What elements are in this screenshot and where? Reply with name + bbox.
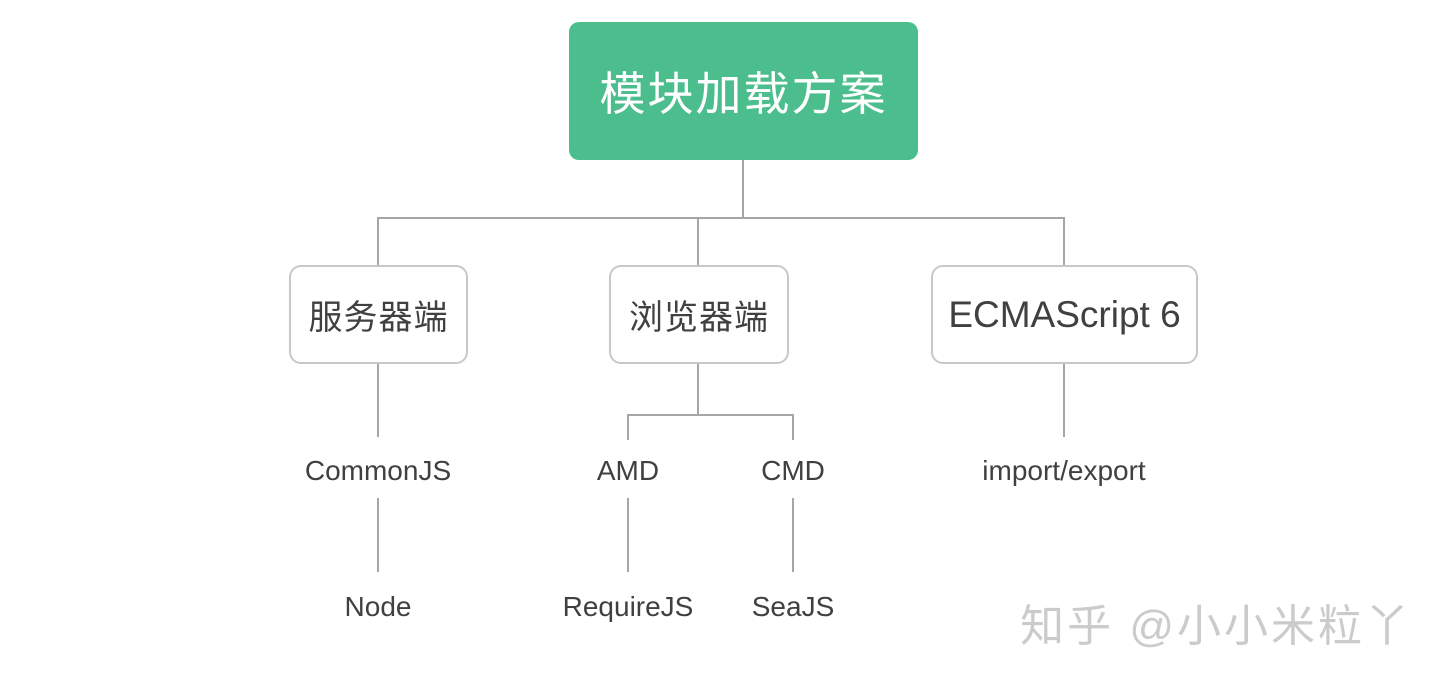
node-cmd: CMD (761, 455, 825, 486)
connector-browser-horizontal (627, 414, 794, 416)
zhihu-watermark: 知乎 @小小米粒丫 (1020, 602, 1412, 651)
node-browser-side: 浏览器端 (609, 265, 789, 364)
root-node-module-loading: 模块加载方案 (569, 22, 918, 160)
node-amd: AMD (596, 455, 660, 486)
connector-drop-cmd (792, 414, 794, 440)
node-seajs: SeaJS (751, 591, 835, 622)
node-ecmascript6-label: ECMAScript 6 (948, 293, 1181, 335)
node-browser-side-label: 浏览器端 (629, 299, 769, 337)
connector-server-to-commonjs (377, 364, 379, 437)
connector-drop-es6 (1063, 217, 1065, 265)
node-server-side-label: 服务器端 (308, 299, 449, 337)
node-server-side: 服务器端 (289, 265, 468, 364)
node-ecmascript6: ECMAScript 6 (931, 265, 1198, 364)
node-node: Node (344, 591, 412, 622)
root-node-label: 模块加载方案 (599, 68, 888, 120)
connector-root-stem (742, 160, 744, 218)
connector-drop-browser (697, 217, 699, 265)
connector-cmd-to-seajs (792, 498, 794, 572)
connector-amd-to-requirejs (627, 498, 629, 572)
connector-commonjs-to-node (377, 498, 379, 572)
connector-drop-amd (627, 414, 629, 440)
connector-browser-stem (697, 364, 699, 415)
node-commonjs: CommonJS (304, 455, 452, 486)
connector-drop-server (377, 217, 379, 265)
connector-es6-to-importexport (1063, 364, 1065, 437)
node-import-export: import/export (982, 455, 1146, 486)
node-requirejs: RequireJS (562, 591, 694, 622)
connector-level2-horizontal (377, 217, 1065, 219)
